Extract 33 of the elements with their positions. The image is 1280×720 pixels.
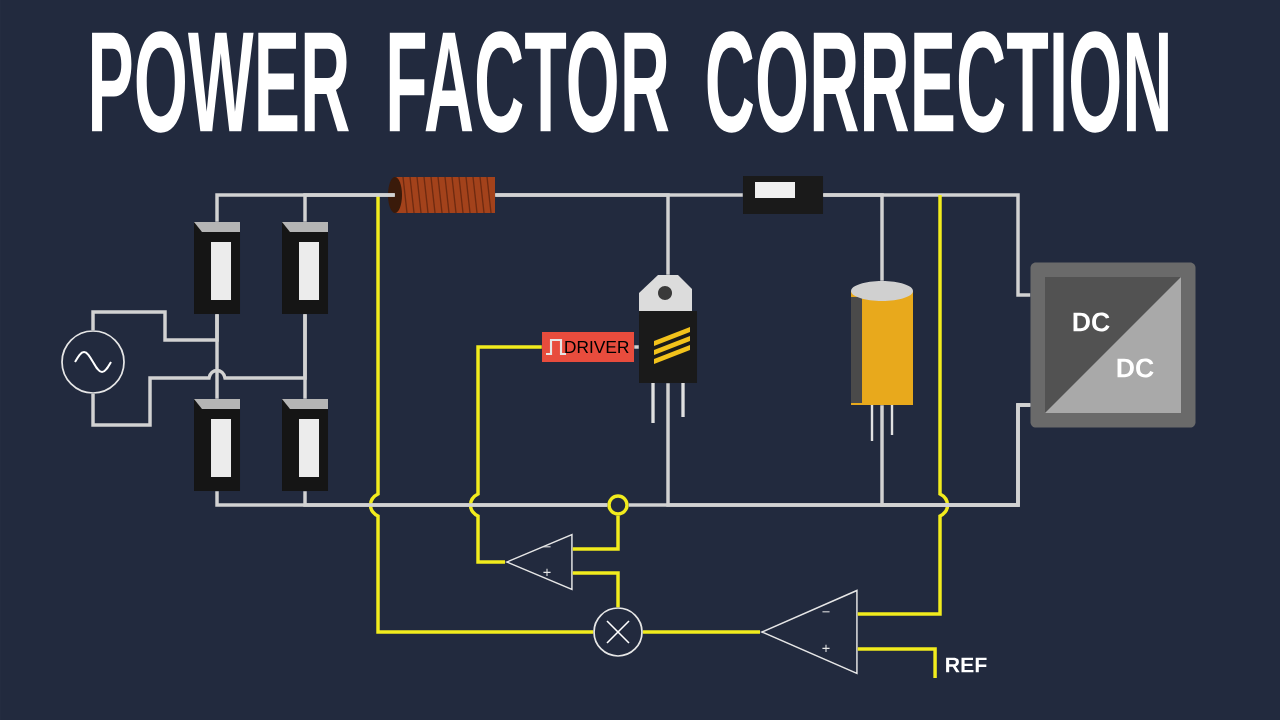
- ref-label: REF: [946, 657, 987, 673]
- wire: [303, 314, 307, 399]
- current-sense-ring: [607, 494, 629, 516]
- wire: [634, 345, 639, 349]
- wire: [215, 314, 219, 399]
- pin-sign: +: [822, 644, 830, 652]
- dc-dc-converter-box: DC DC: [1030, 262, 1196, 428]
- pin-sign: +: [543, 568, 551, 576]
- wire: [642, 630, 760, 634]
- inductor-drawing: [388, 176, 495, 214]
- wire: [823, 193, 884, 281]
- wire: [468, 345, 542, 564]
- diode-drawing: [743, 176, 823, 214]
- wire: [368, 195, 594, 634]
- wire: [303, 193, 395, 222]
- wire: [628, 403, 1031, 507]
- bridge-diode-drawing: [194, 399, 240, 491]
- wire: [572, 515, 620, 551]
- wire: [572, 571, 620, 608]
- title: POWER FACTOR CORRECTION: [92, 31, 1168, 133]
- bridge-diode-drawing: [282, 222, 328, 314]
- bridge-diode-drawing: [194, 222, 240, 314]
- capacitor-drawing: [851, 281, 913, 441]
- wire: [857, 195, 950, 616]
- pin-sign: −: [543, 546, 551, 548]
- wire: [303, 491, 608, 507]
- ac-source-symbol: [61, 330, 125, 394]
- pin-sign: −: [822, 611, 830, 613]
- multiplier-symbol: [593, 607, 643, 657]
- driver-box: DRIVER: [542, 332, 634, 362]
- transistor-drawing: [639, 275, 697, 423]
- wire: [495, 193, 670, 275]
- bridge-diode-drawing: [282, 399, 328, 491]
